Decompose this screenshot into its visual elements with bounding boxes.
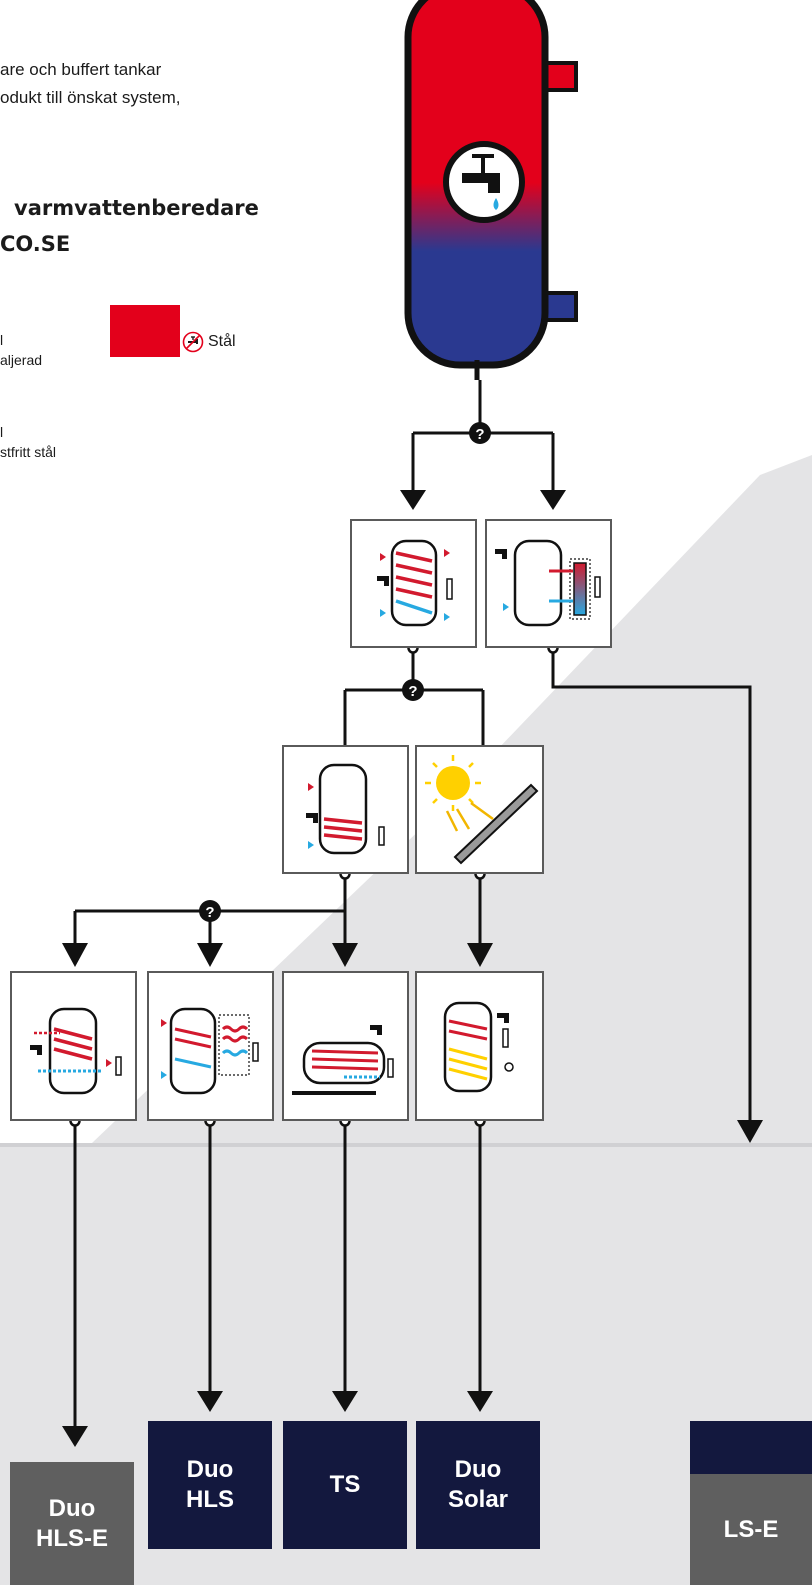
product-duo-hls-e-label: Duo HLS-E	[36, 1494, 108, 1552]
legend-stainless-line-1: l	[0, 424, 4, 440]
question-mark-1: ?	[475, 426, 484, 443]
headline-line-2: CO.SE	[0, 232, 71, 256]
legend-stainless: l stfritt stål	[0, 422, 56, 462]
option-double-coil[interactable]	[10, 971, 137, 1121]
no-tap-water-icon	[182, 331, 204, 353]
option-coil-tank[interactable]	[350, 519, 477, 648]
double-coil-tank-icon	[30, 1007, 122, 1095]
intro-line-1: are och buffert tankar	[0, 60, 162, 79]
single-coil-tank-icon	[306, 763, 385, 855]
product-duo-hls-e[interactable]: Duo HLS-E	[10, 1462, 134, 1585]
steel-color-swatch	[110, 305, 180, 357]
option-coil-with-exchanger[interactable]	[147, 971, 274, 1121]
question-mark-2: ?	[408, 683, 417, 700]
question-badge: ?	[469, 422, 491, 444]
legend-enamel-line-2: aljerad	[0, 352, 43, 368]
product-duo-solar-label: Duo Solar	[447, 1456, 509, 1513]
product-ts-label: TS	[329, 1471, 361, 1498]
product-ts[interactable]: TS	[283, 1421, 407, 1549]
option-horizontal-tank[interactable]	[282, 971, 409, 1121]
question-badge: ?	[199, 900, 221, 922]
legend-steel: Stål	[182, 331, 236, 353]
coil-with-exchanger-tank-icon	[161, 1007, 259, 1095]
solar-tank-icon	[443, 1001, 514, 1093]
legend-steel-label: Stål	[208, 333, 236, 350]
option-external-exchanger[interactable]	[485, 519, 612, 648]
tap-water-icon	[443, 141, 525, 223]
product-duo-solar[interactable]: Duo Solar	[416, 1421, 540, 1549]
question-badge: ?	[402, 679, 424, 701]
main-tank	[404, 0, 578, 380]
product-duo-hls-label: Duo HLS	[186, 1456, 234, 1513]
option-solar[interactable]	[415, 745, 544, 874]
legend-enamel-line-1: l	[0, 332, 4, 348]
intro-line-2: odukt till önskat system,	[0, 88, 181, 107]
legend-enamel: l aljerad	[0, 330, 42, 370]
headline-line-1: varmvattenberedare	[14, 196, 259, 220]
question-mark-3: ?	[205, 904, 214, 921]
coil-tank-icon	[377, 539, 453, 627]
legend-stainless-line-2: stfritt stål	[0, 444, 57, 460]
solar-panel-icon	[425, 755, 539, 865]
option-single-coil[interactable]	[282, 745, 409, 874]
intro-text: are och buffert tankar odukt till önskat…	[0, 56, 300, 112]
product-duo-hls[interactable]: Duo HLS	[148, 1421, 272, 1549]
horizontal-tank-icon	[292, 1025, 394, 1095]
page-headline: varmvattenberedare CO.SE	[0, 190, 259, 262]
product-ls-e[interactable]: LS-E	[690, 1474, 812, 1585]
product-ls-e-label: LS-E	[723, 1515, 779, 1543]
external-exchanger-tank-icon	[495, 539, 601, 627]
option-solar-tank[interactable]	[415, 971, 544, 1121]
